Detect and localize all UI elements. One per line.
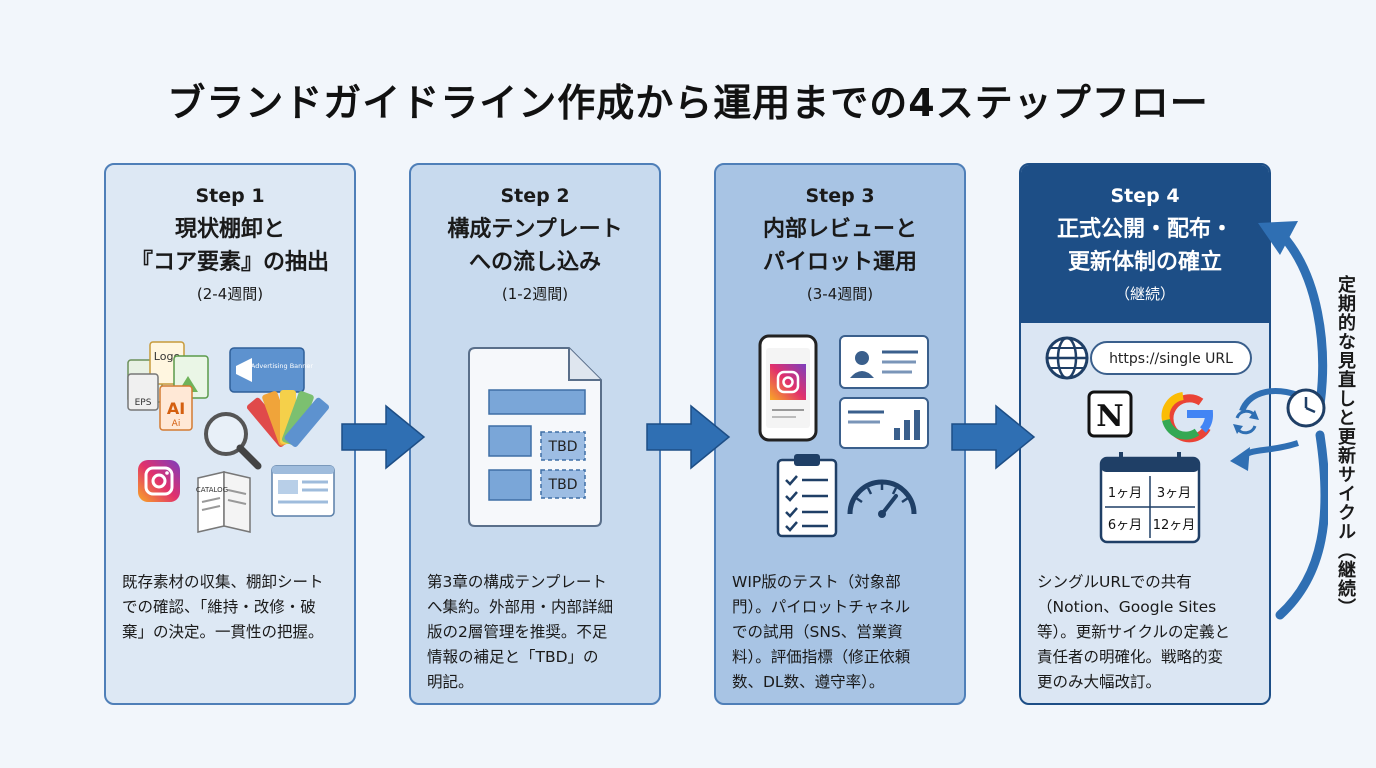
banner-label: Advertising Banner — [251, 362, 314, 370]
step-duration: (3-4週間) — [806, 285, 874, 303]
step-title: 正式公開・配布・ 更新体制の確立 — [1056, 217, 1233, 275]
cycle-arrows — [1230, 221, 1328, 620]
step-title: 構成テンプレート への流し込み — [447, 217, 623, 275]
smartphone-icon — [758, 334, 818, 442]
step-4-illustration: https://single URL N — [1045, 336, 1259, 544]
step-description: シングルURLでの共有 （Notion、Google Sites 等）。更新サイ… — [1037, 573, 1230, 691]
tbd-label: TBD — [548, 439, 578, 455]
step-card-3: Step 3 内部レビューと パイロット運用 (3-4週間) — [714, 163, 966, 705]
catalog-icon: CATALOG — [196, 471, 251, 533]
url-text: https://single URL — [1109, 351, 1233, 367]
arrow-right-icon — [646, 404, 731, 470]
magnifier-icon — [204, 412, 262, 470]
svg-text:N: N — [1096, 399, 1123, 434]
step-title: 現状棚卸と 『コア要素』の抽出 — [130, 217, 329, 275]
step-description: 第3章の構成テンプレート へ集約。外部用・内部詳細 版の2層管理を推奨。不足 情… — [427, 573, 614, 691]
arrow-right-icon — [341, 404, 426, 470]
web-page-icon — [271, 465, 335, 517]
step-header-4: Step 4 正式公開・配布・ 更新体制の確立 （継続） — [1021, 165, 1269, 323]
step-description: 既存素材の収集、棚卸シート での確認、「維持・改修・破 棄」の決定。一貫性の把握… — [122, 573, 324, 641]
tbd-label: TBD — [548, 477, 578, 493]
calendar-cell: 6ヶ月 — [1108, 518, 1142, 533]
step-3-illustration — [758, 334, 929, 538]
step-description: WIP版のテスト（対象部 門）。パイロットチャネル での試用（SNS、営業資 料… — [732, 573, 911, 691]
bar-chart-icon — [839, 397, 929, 449]
arrow-right-icon — [951, 404, 1036, 470]
step-number: Step 1 — [195, 185, 265, 207]
step-header-2: Step 2 構成テンプレート への流し込み (1-2週間) — [411, 165, 659, 304]
step-number: Step 2 — [500, 185, 570, 207]
step-card-2: Step 2 構成テンプレート への流し込み (1-2週間) TBD TBD 第… — [409, 163, 661, 705]
calendar-icon: 1ヶ月 3ヶ月 6ヶ月 12ヶ月 — [1099, 452, 1201, 544]
step-card-4: Step 4 正式公開・配布・ 更新体制の確立 （継続） https://sin… — [1019, 163, 1271, 705]
calendar-cell: 12ヶ月 — [1153, 518, 1196, 533]
step-1-illustration: Logo EPS AI Ai Advertising Banner — [127, 341, 335, 533]
cycle-label: 定期的な見直しと更新サイクル（継続） — [1335, 275, 1356, 617]
document-template-icon: TBD TBD — [468, 347, 602, 527]
folder-files-icon: Logo EPS AI Ai — [127, 341, 209, 431]
step-header-3: Step 3 内部レビューと パイロット運用 (3-4週間) — [716, 165, 964, 304]
checklist-icon — [776, 454, 838, 538]
google-icon — [1161, 392, 1213, 443]
color-swatch-icon — [246, 390, 330, 447]
arrow-up-icon — [1258, 221, 1298, 255]
banner-icon: Advertising Banner — [229, 347, 314, 393]
sync-icon — [1233, 409, 1259, 435]
page-title: ブランドガイドライン作成から運用までの4ステップフロー — [167, 81, 1209, 125]
eps-file-label: EPS — [135, 398, 152, 408]
gauge-icon — [847, 479, 917, 518]
step-number: Step 4 — [1110, 185, 1180, 207]
calendar-cell: 1ヶ月 — [1108, 486, 1142, 501]
step-duration: （継続） — [1114, 285, 1175, 303]
step-title: 内部レビューと パイロット運用 — [762, 217, 917, 275]
instagram-icon — [138, 460, 180, 502]
clock-icon — [1286, 388, 1326, 428]
svg-text:Ai: Ai — [172, 419, 181, 429]
notion-icon: N — [1087, 390, 1133, 438]
step-card-1: Step 1 現状棚卸と 『コア要素』の抽出 (2-4週間) Logo EPS … — [104, 163, 356, 705]
step-duration: (1-2週間) — [501, 285, 569, 303]
step-number: Step 3 — [805, 185, 875, 207]
globe-icon — [1045, 336, 1089, 380]
url-bar: https://single URL — [1090, 341, 1252, 375]
step-header-1: Step 1 現状棚卸と 『コア要素』の抽出 (2-4週間) — [106, 165, 354, 304]
catalog-label: CATALOG — [196, 486, 228, 494]
profile-card-icon — [839, 335, 929, 389]
step-duration: (2-4週間) — [196, 285, 264, 303]
calendar-cell: 3ヶ月 — [1157, 486, 1191, 501]
ai-file-label: AI — [167, 399, 185, 418]
